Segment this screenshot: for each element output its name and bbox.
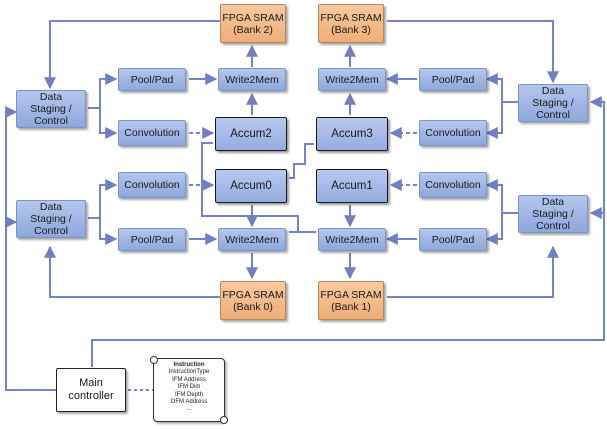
main-controller-line-1: Main — [79, 377, 103, 389]
staging-label-line-3: Control — [536, 220, 570, 232]
staging-label-line-3: Control — [34, 115, 68, 127]
scroll-roll-top — [150, 356, 158, 364]
wire-staging-to-conv-top-left — [99, 108, 118, 139]
write2mem-bottom-right: Write2Mem — [318, 228, 386, 251]
wire-staging-to-pool-bottom-right — [485, 213, 503, 245]
instruction-field: OFM Address — [170, 399, 208, 406]
wire-staging-to-conv-bottom-right — [485, 179, 518, 214]
staging-label-line-1: Data — [541, 196, 565, 208]
sram-bank-3-label: (Bank 3) — [331, 23, 371, 36]
wire-sram2-to-staging-left-top — [44, 20, 220, 90]
staging-label-line-1: Data — [541, 85, 565, 97]
staging-label-line-2: Staging / — [532, 208, 574, 220]
pool-pad-top-left: Pool/Pad — [118, 68, 186, 91]
sram-bank-3-title: FPGA SRAM — [320, 11, 382, 24]
staging-label-line-2: Staging / — [30, 103, 72, 115]
sram-bank-1-title: FPGA SRAM — [320, 288, 382, 301]
instruction-field: IFM Depth — [174, 391, 203, 398]
accum2: Accum2 — [215, 117, 287, 151]
instruction-title: Instruction — [173, 362, 205, 368]
scroll-roll-bottom — [220, 416, 228, 424]
write2mem-top-left: Write2Mem — [218, 68, 286, 91]
staging-label-line-1: Data — [39, 201, 63, 213]
instruction-field: InstructionType — [168, 369, 210, 376]
instruction-field: IFM Dim — [177, 384, 201, 391]
accum3: Accum3 — [316, 117, 388, 151]
wire-sram0-to-staging-left-bottom — [44, 245, 220, 298]
convolution-bottom-right: Convolution — [419, 172, 487, 198]
convolution-top-left: Convolution — [118, 120, 186, 146]
sram-bank-2-title: FPGA SRAM — [222, 11, 284, 24]
accum1: Accum1 — [316, 169, 388, 203]
instruction-field: ... — [186, 406, 192, 413]
sram-bank-0-label: (Bank 0) — [233, 300, 273, 313]
instruction-scroll: Instruction InstructionType IFM Address … — [150, 356, 228, 424]
wire-sram3-to-staging-right-top — [387, 20, 559, 84]
wire-staging-to-pool-top-left — [88, 73, 118, 109]
sram-bank-0-title: FPGA SRAM — [222, 288, 284, 301]
sram-bank-1-label: (Bank 1) — [331, 300, 371, 313]
sram-bank-0: FPGA SRAM (Bank 0) — [220, 281, 286, 320]
sram-bank-3: FPGA SRAM (Bank 3) — [318, 4, 384, 43]
pool-pad-bottom-left: Pool/Pad — [118, 228, 186, 251]
write2mem-top-right: Write2Mem — [318, 68, 386, 91]
wire-staging-to-conv-bottom-left — [88, 179, 118, 219]
wire-staging-to-pool-bottom-left — [99, 218, 118, 245]
main-controller-line-2: controller — [68, 390, 114, 402]
main-controller: Main controller — [56, 368, 126, 412]
staging-label-line-2: Staging / — [30, 213, 72, 225]
accum0: Accum0 — [215, 169, 287, 203]
wire-main-to-staging-right-top — [91, 96, 605, 367]
staging-control-left-bottom: Data Staging / Control — [16, 200, 86, 238]
pool-pad-top-right: Pool/Pad — [419, 68, 487, 91]
staging-label-line-3: Control — [536, 109, 570, 121]
staging-label-line-3: Control — [34, 225, 68, 237]
convolution-top-right: Convolution — [419, 120, 487, 146]
instruction-field: IFM Address — [172, 376, 206, 383]
staging-label-line-2: Staging / — [532, 97, 574, 109]
staging-control-left-top: Data Staging / Control — [16, 90, 86, 128]
sram-bank-2: FPGA SRAM (Bank 2) — [220, 4, 286, 43]
wire-main-to-staging-left-top — [5, 106, 56, 391]
wire-sram1-to-staging-right-bottom — [387, 245, 559, 298]
sram-bank-2-label: (Bank 2) — [233, 23, 273, 36]
staging-control-right-top: Data Staging / Control — [518, 84, 588, 122]
write2mem-bottom-left: Write2Mem — [218, 228, 286, 251]
staging-control-right-bottom: Data Staging / Control — [518, 195, 588, 233]
convolution-bottom-left: Convolution — [118, 172, 186, 198]
wire-staging-to-conv-top-right — [485, 102, 503, 139]
pool-pad-bottom-right: Pool/Pad — [419, 228, 487, 251]
wire-cross-accum3-to-accum0 — [289, 143, 314, 179]
staging-label-line-1: Data — [39, 91, 63, 103]
sram-bank-1: FPGA SRAM (Bank 1) — [318, 281, 384, 320]
wire-staging-to-pool-top-right — [485, 73, 518, 103]
